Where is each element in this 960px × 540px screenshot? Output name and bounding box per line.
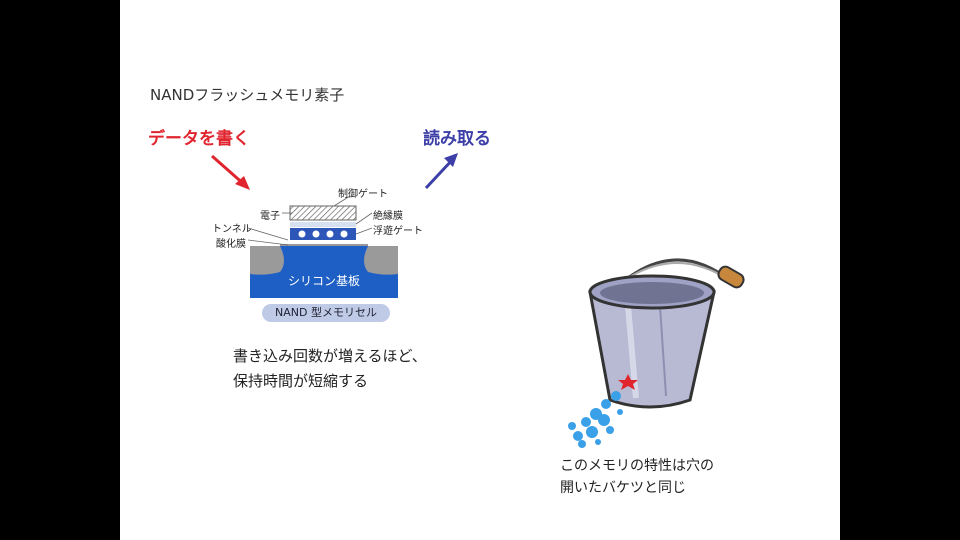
floating-gate-label: 浮遊ゲート [373, 226, 423, 237]
note-line-2: 保持時間が短縮する [233, 372, 369, 390]
read-arrow [424, 153, 458, 190]
tunnel-label: トンネル [212, 224, 252, 235]
bucket-caption-line-1: このメモリの特性は穴の [560, 458, 714, 474]
silicon-substrate-label: シリコン基板 [287, 274, 360, 288]
slide: NANDフラッシュメモリ素子 データを書く 読み取る 制御ゲート 電子 絶縁膜 … [120, 0, 840, 540]
cell-caption: NAND 型メモリセル [262, 304, 390, 322]
nand-cell-diagram [247, 195, 398, 298]
read-data-label: 読み取る [423, 129, 491, 149]
electron-dot [312, 230, 320, 238]
write-arrow [211, 154, 250, 190]
oxide-label: 酸化膜 [216, 239, 246, 250]
source-region [250, 246, 284, 275]
drain-region [364, 246, 398, 275]
leaky-bucket-illustration [568, 258, 745, 448]
diagram-graphics [211, 153, 745, 448]
slide-title: NANDフラッシュメモリ素子 [150, 86, 345, 104]
electron-label: 電子 [260, 211, 280, 222]
control-gate [289, 205, 357, 221]
control-gate-label: 制御ゲート [338, 189, 388, 200]
electron-dot [340, 230, 348, 238]
write-data-label: データを書く [148, 129, 250, 149]
electron-dot [326, 230, 334, 238]
insulator-label: 絶縁膜 [373, 211, 403, 222]
bucket-caption-line-2: 開いたバケツと同じ [560, 480, 686, 496]
insulator-layer [290, 222, 356, 227]
note-line-1: 書き込み回数が増えるほど、 [233, 347, 427, 365]
electron-dot [298, 230, 306, 238]
floating-gate [290, 228, 356, 240]
